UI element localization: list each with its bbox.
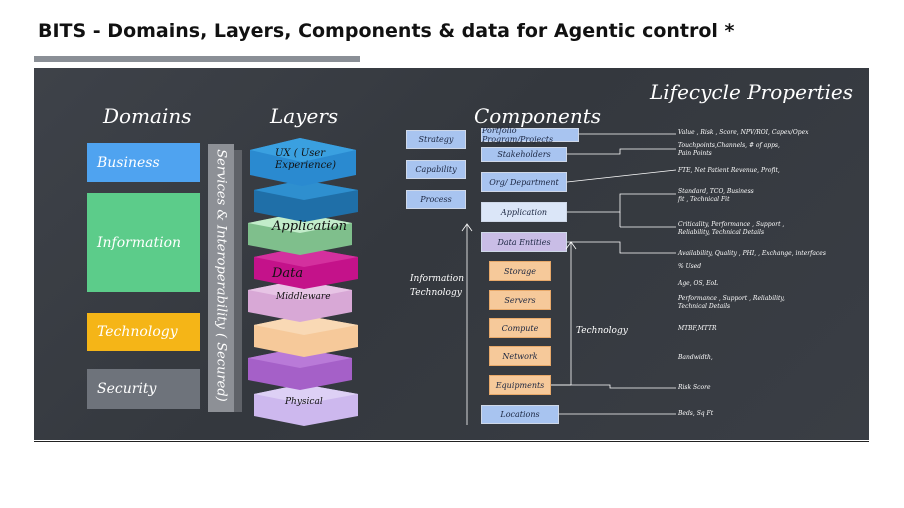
property-stakeholders: Touchpoints,Channels, # of apps, Pain Po… [678,142,780,157]
lifecycle-heading: Lifecycle Properties [650,80,853,104]
layer-application-label: Application [272,219,347,234]
strategy-box: Strategy [406,130,466,149]
property-network-2: Bandwidth, [678,354,713,361]
services-bar-side [234,150,242,412]
layer-ux-label: UX ( User Experience) [275,148,337,171]
divider [34,441,869,442]
domain-technology: Technology [87,313,200,351]
property-storage: % Used [678,263,702,270]
tech-network: Network [489,346,551,366]
services-bar-label: Services & Interoperability ( Secured) [213,149,229,402]
domain-business-label: Business [97,154,160,171]
domain-information: Information [87,193,200,292]
property-application-2: Criticality, Performance , Support , Rel… [678,221,785,236]
component-org: Org/ Department [481,172,567,192]
info-tech-label: Information Technology [410,274,465,298]
property-compute: Performance , Support , Reliability, Tec… [678,295,785,310]
title-underline [34,56,360,62]
component-locations: Locations [481,405,559,424]
services-bar [208,144,234,412]
layer-middleware-label: Middleware [276,292,331,302]
domain-business: Business [87,143,200,182]
property-locations: Beds, Sq Ft [678,410,714,417]
process-box: Process [406,190,466,209]
component-stakeholders: Stakeholders [481,147,567,162]
tech-equipments: Equipments [489,375,551,395]
layer-data-label: Data [272,266,304,281]
domain-information-label: Information [97,234,182,251]
layer-physical-label: Physical [285,397,323,407]
layers-heading: Layers [270,104,339,128]
property-application: Standard, TCO, Business fit , Technical … [678,188,754,203]
tech-compute: Compute [489,318,551,338]
domain-technology-label: Technology [97,324,178,340]
page-title: BITS - Domains, Layers, Components & dat… [38,20,735,42]
components-heading: Components [474,104,602,128]
component-application: Application [481,202,567,222]
property-portfolio: Value , Risk , Score, NPV/ROI, Capex/Ope… [678,129,809,136]
property-servers: Age, OS, EoL [678,280,719,287]
component-data-entities: Data Entities [481,232,567,252]
tech-storage: Storage [489,261,551,281]
tech-servers: Servers [489,290,551,310]
technology-label: Technology [576,326,628,336]
domains-heading: Domains [103,104,192,128]
property-org: FTE, Net Patient Revenue, Profit, [678,167,780,174]
property-network: MTBF,MTTR [678,325,717,332]
property-equipments: Risk Score [678,384,711,391]
capability-box: Capability [406,160,466,179]
property-data-entities: Availability, Quality , PHI, , Exchange,… [678,250,826,257]
component-portfolio: Portfolio Program/Projects [481,126,579,144]
domain-security-label: Security [97,381,157,397]
domain-security: Security [87,369,200,409]
